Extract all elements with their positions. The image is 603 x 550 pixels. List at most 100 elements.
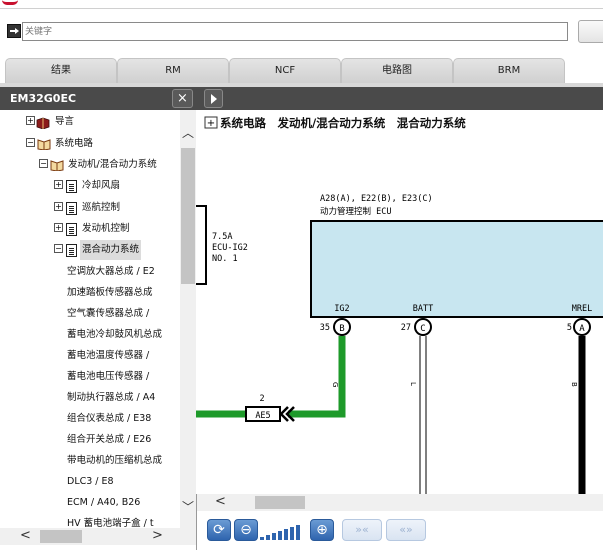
search-go-icon[interactable]	[7, 24, 21, 38]
tab-rm[interactable]: RM	[117, 58, 229, 84]
tree-vertical-scroll-thumb[interactable]	[181, 148, 195, 284]
zoom-in-icon[interactable]: ⊕	[310, 519, 334, 541]
pin-connector-letter: B	[339, 324, 344, 334]
fuse-box	[196, 205, 207, 285]
zoom-step	[296, 525, 300, 540]
pin-number: 35	[320, 323, 330, 333]
tab-ncf[interactable]: NCF	[229, 58, 341, 84]
tab-brm[interactable]: BRM	[453, 58, 565, 84]
tree-leaf[interactable]: 组合仪表总成 / E38	[67, 409, 151, 429]
tree-leaf[interactable]: 制动执行器总成 / A4	[67, 388, 155, 408]
open-book-icon	[37, 139, 51, 150]
tab-results[interactable]: 结果	[5, 58, 117, 84]
tree-item-cruise-control[interactable]: + 巡航控制	[0, 198, 180, 218]
expand-icon[interactable]: +	[54, 202, 63, 211]
tab-bar: 结果 RM NCF 电路图 BRM	[0, 58, 603, 86]
tree-leaf[interactable]: HV 蓄电池端子盒 / t	[67, 514, 154, 528]
book-icon	[36, 117, 50, 129]
collapse-icon[interactable]: −	[39, 159, 48, 168]
tree-item-hybrid-system[interactable]: − 混合动力系统	[0, 240, 180, 260]
connector-pin[interactable]	[414, 318, 432, 336]
tree-leaf[interactable]: ECM / A40, B26	[67, 493, 140, 513]
scroll-left-icon[interactable]: <	[215, 494, 226, 509]
tree-horizontal-scroll-thumb[interactable]	[40, 530, 82, 543]
tree-leaf[interactable]: 空调放大器总成 / E2	[67, 262, 155, 282]
tree-vertical-scrollbar[interactable]: ︿ ﹀	[180, 110, 196, 528]
tree-item-system-circuits[interactable]: − 系统电路	[0, 134, 180, 154]
wire-color-label: L	[409, 382, 417, 386]
connector-pin[interactable]	[573, 318, 591, 336]
pin-connector-letter: A	[579, 324, 585, 334]
expand-icon[interactable]: +	[54, 180, 63, 189]
scroll-down-icon[interactable]: ﹀	[182, 500, 195, 514]
skip-forward-icon[interactable]: »«	[342, 519, 382, 541]
play-icon[interactable]	[204, 89, 223, 108]
tree-leaf[interactable]: 带电动机的压缩机总成	[67, 451, 162, 471]
tree-leaf[interactable]: 蓄电池电压传感器 /	[67, 367, 149, 387]
collapse-icon[interactable]: −	[54, 244, 63, 253]
tree-leaf-label: 组合仪表总成 / E38	[67, 413, 152, 424]
pin-number: 27	[401, 323, 411, 333]
tree-leaf-label: 蓄电池电压传感器 /	[67, 371, 150, 382]
breadcrumb: 系统电路 发动机/混合动力系统 混合动力系统	[220, 116, 466, 130]
scroll-up-icon[interactable]: ︿	[182, 126, 195, 140]
scroll-left-icon[interactable]: <	[20, 528, 31, 543]
expand-icon[interactable]: +	[26, 116, 35, 125]
zoom-step	[290, 527, 294, 540]
tree-leaf[interactable]: 空气囊传感器总成 /	[67, 304, 149, 324]
refresh-icon[interactable]: ⟳	[207, 519, 231, 541]
document-icon	[66, 244, 77, 257]
tree-item-intro[interactable]: + 导言	[0, 112, 180, 132]
tab-bar-baseline	[0, 83, 603, 87]
tree-leaf-label: 空调放大器总成 / E2	[67, 266, 155, 277]
junction-number: 2	[259, 394, 264, 404]
tree-horizontal-scrollbar[interactable]: < >	[0, 528, 196, 545]
document-icon	[66, 223, 77, 236]
green-wire	[288, 336, 346, 418]
skip-back-icon[interactable]: «»	[386, 519, 426, 541]
tree-item-engine-hybrid[interactable]: − 发动机/混合动力系统	[0, 155, 180, 175]
tree-leaf-label: DLC3 / E8	[67, 476, 114, 487]
tree-item-label: 混合动力系统	[80, 240, 142, 260]
tree-leaf-label: 制动执行器总成 / A4	[67, 392, 156, 403]
breadcrumb-expander: +	[207, 118, 215, 129]
ecu-connectors: A28(A), E22(B), E23(C)	[320, 194, 433, 204]
document-icon	[66, 202, 77, 215]
search-input[interactable]	[22, 22, 568, 41]
collapse-icon[interactable]: −	[26, 138, 35, 147]
tree-leaf-label: 组合开关总成 / E26	[67, 434, 152, 445]
tree-leaf[interactable]: 蓄电池温度传感器 /	[67, 346, 149, 366]
zoom-out-icon[interactable]: ⊖	[234, 519, 258, 541]
connector-chevron-icon	[279, 406, 295, 422]
tree-item-label: 发动机/混合动力系统	[68, 159, 157, 170]
diagram-horizontal-scroll-thumb[interactable]	[255, 496, 305, 509]
tree-leaf[interactable]: 组合开关总成 / E26	[67, 430, 151, 450]
tab-wiring-diagram[interactable]: 电路图	[341, 58, 453, 84]
search-submit-button[interactable]	[578, 20, 603, 43]
diagram-horizontal-scrollbar[interactable]: <	[197, 494, 603, 511]
tree-item-engine-control[interactable]: + 发动机控制	[0, 219, 180, 239]
diagram-header-bar	[195, 87, 603, 110]
tree-leaf-label: 空气囊传感器总成 /	[67, 308, 150, 319]
connector-pin[interactable]	[333, 318, 351, 336]
expand-icon[interactable]: +	[54, 223, 63, 232]
document-icon	[66, 180, 77, 193]
tree-item-cooling-fan[interactable]: + 冷却风扇	[0, 176, 180, 196]
zoom-level-indicator[interactable]	[260, 522, 308, 540]
tree-leaf[interactable]: 蓄电池冷却鼓风机总成	[67, 325, 162, 345]
tree-leaf-label: 蓄电池冷却鼓风机总成	[67, 329, 163, 340]
sidebar-close-button[interactable]: ×	[172, 89, 193, 108]
tree-leaf[interactable]: 加速踏板传感器总成	[67, 283, 153, 303]
tree-leaf[interactable]: DLC3 / E8	[67, 472, 114, 492]
tree-leaf-label: 带电动机的压缩机总成	[67, 455, 163, 466]
tree-leaf-label: HV 蓄电池端子盒 / t	[67, 518, 154, 528]
wiring-diagram-canvas[interactable]: + 系统电路 发动机/混合动力系统 混合动力系统 7.5A ECU-IG2 NO…	[196, 110, 603, 494]
ecu-box	[310, 220, 603, 318]
junction-name: AE5	[255, 411, 270, 421]
pin-connector-letter: C	[420, 324, 425, 334]
zoom-step	[266, 535, 270, 540]
tree-leaf-label: 蓄电池温度传感器 /	[67, 350, 150, 361]
scroll-right-icon[interactable]: >	[152, 528, 163, 543]
breadcrumb-expand-icon[interactable]	[204, 116, 218, 129]
top-strip	[0, 0, 603, 10]
